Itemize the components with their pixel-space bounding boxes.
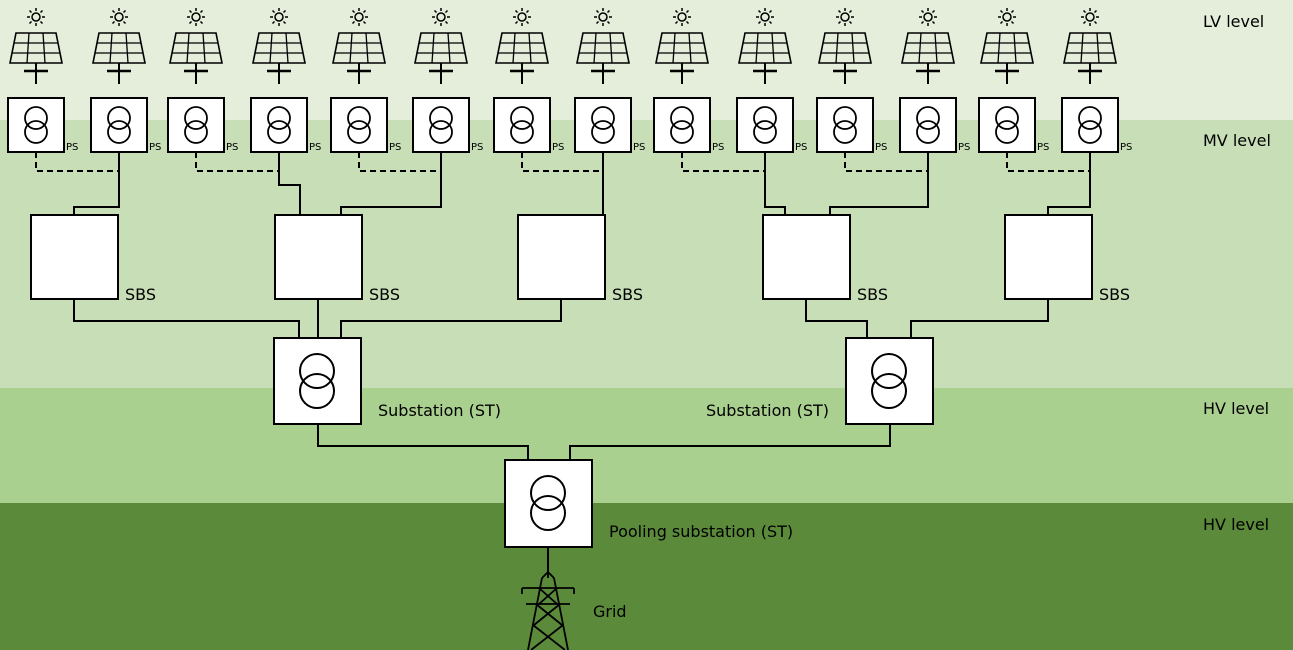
- ps-box: PS: [653, 97, 724, 153]
- ps-label: PS: [226, 142, 238, 153]
- ps-box: PS: [816, 97, 887, 153]
- ps-label: PS: [149, 142, 161, 153]
- substation-box-right: Substation (ST): [706, 337, 934, 425]
- ps-label: PS: [552, 142, 564, 153]
- sbs-box: SBS: [30, 214, 156, 304]
- ps-label: PS: [66, 142, 78, 153]
- ps-box: PS: [1061, 97, 1132, 153]
- ps-box: PS: [7, 97, 78, 153]
- ps-label: PS: [389, 142, 401, 153]
- hv-level-label-lower: HV level: [1203, 515, 1269, 534]
- ps-label: PS: [1037, 142, 1049, 153]
- ps-label: PS: [712, 142, 724, 153]
- ps-box: PS: [167, 97, 238, 153]
- ps-box: PS: [493, 97, 564, 153]
- ps-box: PS: [330, 97, 401, 153]
- ps-label: PS: [875, 142, 887, 153]
- ps-box: PS: [250, 97, 321, 153]
- ps-label: PS: [958, 142, 970, 153]
- mv-band: [0, 120, 1293, 388]
- ps-box: PS: [978, 97, 1049, 153]
- ps-label: PS: [795, 142, 807, 153]
- ps-box: PS: [90, 97, 161, 153]
- sbs-units: SBS SBS SBS SBS SBS: [30, 214, 1130, 304]
- power-stations: PS PS PS PS PS PS PS: [7, 97, 1132, 153]
- substation-box-left: Substation (ST): [273, 337, 501, 425]
- hv-band-lower: [0, 503, 1293, 650]
- ps-label: PS: [309, 142, 321, 153]
- sbs-box: SBS: [517, 214, 643, 304]
- ps-box: PS: [899, 97, 970, 153]
- transmission-tower-icon: [521, 570, 575, 650]
- sbs-label: SBS: [857, 285, 888, 304]
- substations: Substation (ST) Substation (ST): [273, 337, 934, 425]
- substation-label-left: Substation (ST): [378, 401, 501, 420]
- ps-box: PS: [412, 97, 483, 153]
- substation-label-right: Substation (ST): [706, 401, 829, 420]
- sbs-label: SBS: [1099, 285, 1130, 304]
- hv-level-label-upper: HV level: [1203, 399, 1269, 418]
- ps-label: PS: [633, 142, 645, 153]
- sbs-box: SBS: [274, 214, 400, 304]
- sbs-box: SBS: [762, 214, 888, 304]
- ps-box: PS: [736, 97, 807, 153]
- pooling-substation: Pooling substation (ST): [504, 459, 793, 548]
- sbs-label: SBS: [612, 285, 643, 304]
- ps-dashed-links: [35, 152, 1090, 172]
- lv-level-label: LV level: [1203, 12, 1264, 31]
- mv-level-label: MV level: [1203, 131, 1271, 150]
- mv-feeders: [73, 152, 1091, 572]
- grid-label: Grid: [593, 602, 627, 621]
- sbs-label: SBS: [125, 285, 156, 304]
- pooling-substation-label: Pooling substation (ST): [609, 522, 793, 541]
- ps-label: PS: [1120, 142, 1132, 153]
- ps-box: PS: [574, 97, 645, 153]
- sbs-label: SBS: [369, 285, 400, 304]
- sbs-box: SBS: [1004, 214, 1130, 304]
- ps-label: PS: [471, 142, 483, 153]
